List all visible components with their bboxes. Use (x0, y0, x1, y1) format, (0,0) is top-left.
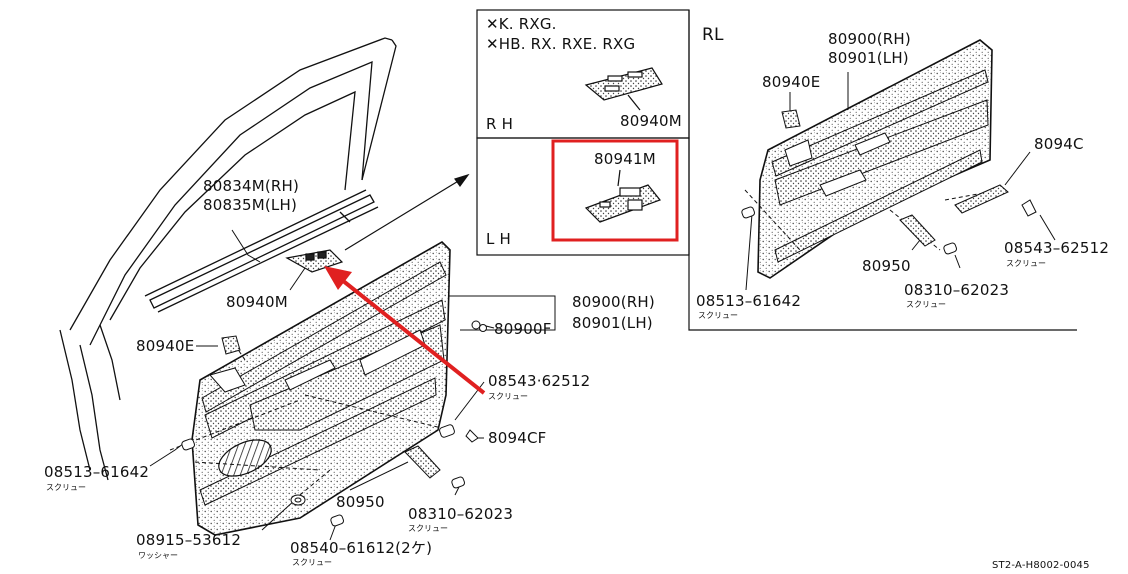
variant-note-1: ✕K. RXG. (486, 15, 557, 33)
door-frame (59, 37, 397, 481)
main-screw-c: 08513–61642 (44, 463, 150, 481)
main-screw-a: 08543·62512 (488, 372, 591, 390)
rear-screw-a: 08543–62512 (1004, 239, 1110, 257)
small-parts-main (181, 320, 487, 527)
pointer-arrow-to-inset (344, 173, 470, 251)
main-clip-f: 80900F (494, 320, 552, 338)
inset-frames (476, 9, 1077, 331)
leader-lines-rear (744, 72, 1056, 291)
inset-rh-label: R H (486, 115, 514, 133)
main-switch: 80940M (226, 293, 288, 311)
main-cap-f: 8094CF (488, 429, 547, 447)
main-screw-d: 08540–61612(2ケ) (290, 539, 433, 557)
main-trim-rh: 80900(RH) (572, 293, 655, 311)
main-screw-b: 08310–62023 (408, 505, 514, 523)
diagram-code: ST2-A-H8002-0045 (992, 560, 1090, 571)
highlight-overlay (324, 139, 679, 395)
rear-end-cap: 8094C (1034, 135, 1084, 153)
switch-bezel-main (285, 249, 344, 273)
main-trim-lh: 80901(LH) (572, 314, 653, 332)
main-screw-a-kana: スクリュー (488, 392, 528, 401)
main-screw-b-kana: スクリュー (408, 524, 448, 533)
switch-bezel-rh (584, 67, 663, 111)
main-handle: 80950 (336, 493, 385, 511)
main-screw-d-kana: スクリュー (292, 558, 332, 567)
rear-trim-lh: 80901(LH) (828, 49, 909, 67)
main-clip-e: 80940E (136, 337, 195, 355)
main-washer-kana: ワッシャー (138, 551, 178, 560)
variant-note-2: ✕HB. RX. RXE. RXG (486, 35, 636, 53)
main-washer: 08915–53612 (136, 531, 242, 549)
rear-handle: 80950 (862, 257, 911, 275)
switch-bezel-lh (584, 169, 661, 223)
moulding-rh: 80834M(RH) (203, 177, 300, 195)
inset-lh-label: L H (486, 230, 512, 248)
small-parts-rear (741, 109, 1037, 255)
rear-screw-a-kana: スクリュー (1006, 259, 1046, 268)
rear-door-trim (757, 39, 993, 279)
rear-screw-b: 08310–62023 (904, 281, 1010, 299)
rear-trim-rh: 80900(RH) (828, 30, 911, 48)
main-screw-c-kana: スクリュー (46, 483, 86, 492)
moulding-lh: 80835M(LH) (203, 196, 297, 214)
rear-inset-title: RL (702, 25, 724, 45)
rear-screw-b-kana: スクリュー (906, 300, 946, 309)
rear-screw-c-kana: スクリュー (698, 311, 738, 320)
rear-clip: 80940E (762, 73, 821, 91)
part-80941M-lh: 80941M (594, 150, 656, 168)
part-80940M-rh: 80940M (620, 112, 682, 130)
rear-screw-c: 08513–61642 (696, 292, 802, 310)
front-door-trim (191, 241, 451, 536)
